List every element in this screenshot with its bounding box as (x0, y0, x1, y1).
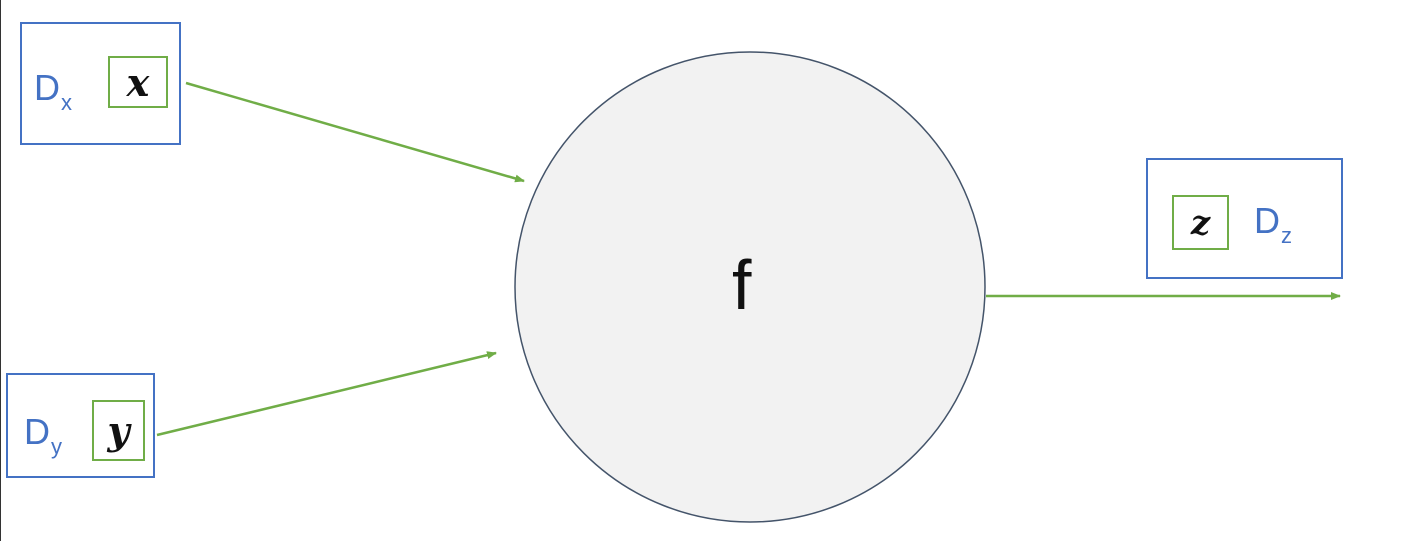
function-node-circle (514, 51, 986, 523)
arrow-y-to-f (156, 351, 497, 437)
domain-letter-z: D (1254, 200, 1280, 241)
variable-box-z: z (1172, 195, 1229, 250)
variable-y: y (107, 408, 130, 453)
variable-x: x (126, 59, 150, 105)
domain-box-y (6, 373, 155, 478)
variable-z: z (1190, 202, 1211, 243)
domain-label-x: Dx (34, 67, 72, 114)
variable-box-x: x (108, 56, 168, 108)
arrow-x-to-f (185, 81, 525, 183)
domain-box-x (20, 22, 181, 145)
domain-box-z (1146, 158, 1343, 279)
function-label: f (732, 246, 752, 324)
domain-letter-y: D (24, 411, 50, 452)
domain-label-z: Dz (1254, 200, 1292, 247)
domain-subscript-x: x (61, 90, 72, 115)
domain-letter-x: D (34, 67, 60, 108)
domain-subscript-y: y (51, 434, 62, 459)
variable-box-y: y (92, 400, 145, 461)
domain-subscript-z: z (1281, 223, 1292, 248)
left-edge-rule (0, 0, 1, 541)
domain-label-y: Dy (24, 411, 62, 458)
